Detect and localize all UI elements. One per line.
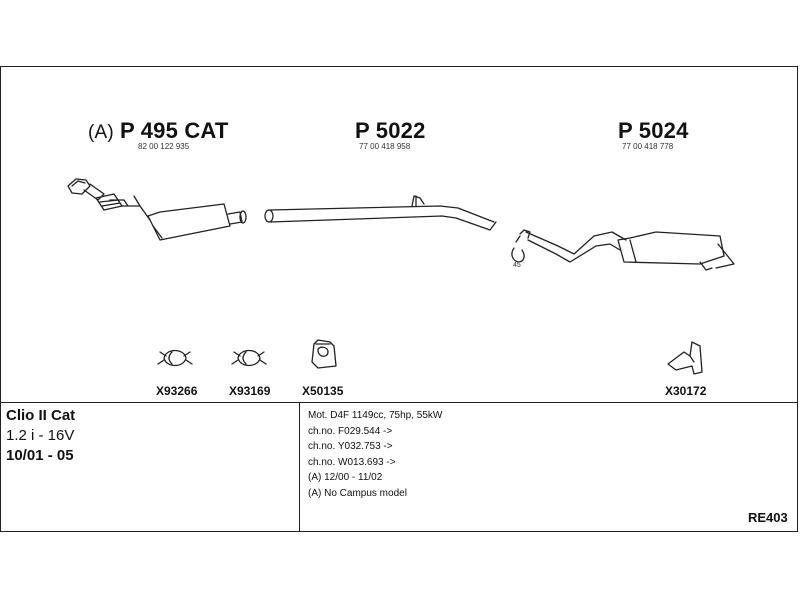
clamp-x93266-drawing: [157, 349, 193, 367]
oem-number-rear-silencer: 77 00 418 778: [622, 142, 674, 151]
oem-number-middle-pipe: 77 00 418 958: [359, 142, 411, 151]
note-line: ch.no. F029.544 ->: [308, 425, 393, 437]
accessory-label: X30172: [665, 384, 707, 398]
clamp-diameter-label: 45: [513, 262, 521, 269]
vehicle-engine: 1.2 i - 16V: [6, 427, 75, 444]
rear-silencer-drawing: [511, 229, 735, 271]
reference-code: RE403: [748, 510, 788, 525]
vehicle-model: Clio II Cat: [6, 407, 76, 424]
catalytic-converter-drawing: [67, 178, 247, 241]
vehicle-info: Clio II Cat 1.2 i - 16V 10/01 - 05: [6, 406, 75, 466]
part-number: P 5024: [618, 118, 689, 143]
accessory-label: X93169: [229, 384, 271, 398]
accessory-label: X93266: [156, 384, 198, 398]
hanger-x50135-drawing: [311, 339, 337, 369]
oem-number-catalyst: 82 00 122 935: [138, 142, 190, 151]
part-number: P 495 CAT: [119, 118, 229, 143]
clamp-x93169-drawing: [231, 349, 267, 367]
divider-vertical: [299, 402, 300, 532]
hanger-x30172-drawing: [667, 341, 703, 375]
note-line: ch.no. W013.693 ->: [308, 456, 396, 468]
part-number: P 5022: [355, 118, 426, 143]
note-line: Mot. D4F 1149cc, 75hp, 55kW: [308, 410, 443, 421]
middle-pipe-drawing: [264, 195, 497, 231]
vehicle-years: 10/01 - 05: [6, 447, 74, 464]
part-title-middle-pipe: P 5022: [355, 118, 426, 144]
note-line: (A) No Campus model: [308, 487, 407, 499]
divider-horizontal: [0, 402, 798, 403]
note-line: ch.no. Y032.753 ->: [308, 441, 393, 452]
accessory-label: X50135: [302, 384, 344, 398]
diagram-frame: [0, 66, 798, 532]
note-line: (A) 12/00 - 11/02: [308, 472, 383, 483]
fitment-notes: Mot. D4F 1149cc, 75hp, 55kW ch.no. F029.…: [308, 408, 442, 501]
part-title-rear-silencer: P 5024: [618, 118, 689, 144]
part-prefix: (A): [88, 122, 114, 143]
part-title-catalyst: (A)P 495 CAT: [88, 118, 229, 144]
